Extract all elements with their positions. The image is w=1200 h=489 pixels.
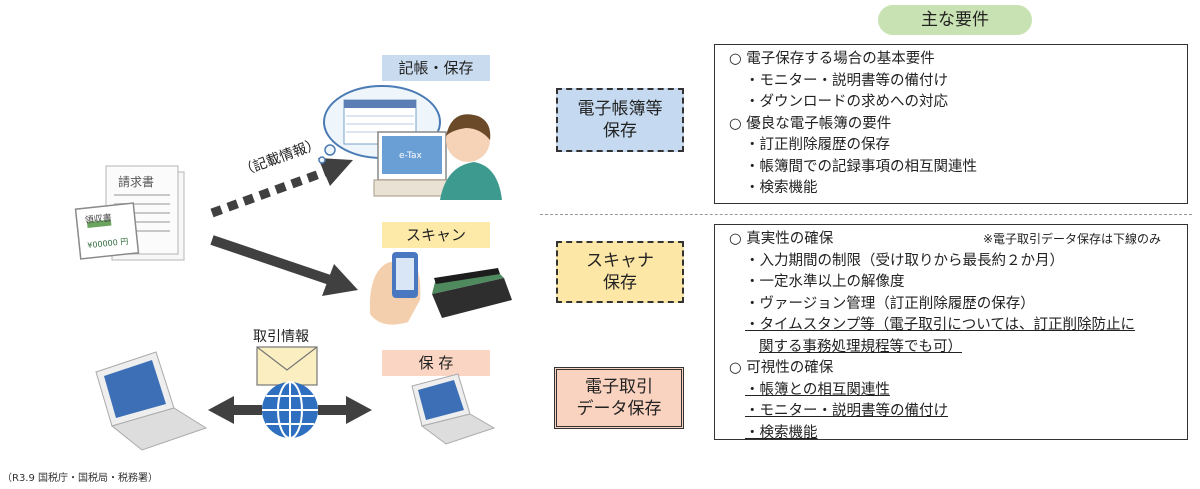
solid-arrow-icon	[210, 235, 358, 296]
accountant-computer-icon	[318, 85, 502, 200]
requirements-title: 主な要件	[878, 5, 1032, 35]
requirements-ledger-box: ○ 電子保存する場合の基本要件 ・モニター・説明書等の備付け ・ダウンロードの求…	[714, 44, 1188, 204]
globe-icon	[208, 381, 372, 439]
receipt-amount-text: ¥00000 円	[87, 237, 129, 250]
requirements-scanner-box: ○ 真実性の確保 ※電子取引データ保存は下線のみ ・入力期間の制限（受け取りから…	[714, 224, 1188, 441]
source-note: （R3.9 国税庁・国税局・税務署）	[2, 473, 159, 484]
req-ledger-item: ・ダウンロードの求めへの対応	[745, 94, 948, 110]
req-authenticity-heading: ○ 真実性の確保	[729, 231, 834, 247]
category-scanner-storage: スキャナ 保存	[556, 241, 684, 303]
req-visibility-heading: ○ 可視性の確保	[729, 360, 834, 376]
req-ledger-basic-heading: ○ 電子保存する場合の基本要件	[729, 51, 935, 67]
scan-label: スキャン	[382, 222, 490, 248]
req-ledger-item: ・検索機能	[745, 180, 818, 196]
req-scanner-item: ・ヴァージョン管理（訂正削除履歴の保存）	[745, 295, 1035, 312]
req-scanner-item-underlined: ・モニター・説明書等の備付け	[745, 403, 948, 419]
record-label: 記帳・保存	[382, 55, 490, 81]
req-scanner-item: ・入力期間の制限（受け取りから最長約２か月）	[745, 252, 1064, 269]
section-divider	[540, 214, 1192, 215]
req-ledger-item: ・帳簿間での記録事項の相互関連性	[745, 158, 977, 175]
receipt-document-icon	[74, 202, 140, 260]
req-ledger-excellent-heading: ○ 優良な電子帳簿の要件	[729, 115, 892, 132]
category-etransaction-storage: 電子取引 データ保存	[554, 367, 684, 429]
category-etransaction-line2: データ保存	[576, 399, 662, 419]
category-ledger-storage: 電子帳簿等 保存	[556, 88, 684, 152]
req-ledger-item: ・訂正削除履歴の保存	[745, 137, 890, 153]
illustration-layer: 請求書 領収書 ¥00000 円 （記載情報） e-Tax	[74, 85, 512, 451]
store-label: 保 存	[382, 350, 490, 376]
category-scanner-line2: 保存	[603, 273, 637, 293]
laptop-right-icon	[411, 373, 496, 445]
req-scanner-item-underlined: ・検索機能	[745, 424, 818, 441]
req-timestamp-item: ・タイムスタンプ等（電子取引については、訂正削除防止に	[745, 317, 1136, 333]
req-scanner-item: ・一定水準以上の解像度	[745, 274, 905, 290]
req-ledger-item: ・モニター・説明書等の備付け	[745, 72, 948, 89]
dotted-arrow-icon	[210, 158, 353, 218]
laptop-left-icon	[95, 351, 208, 451]
receipt-text: 領収書	[84, 211, 112, 226]
smartphone-scanner-icon	[370, 252, 512, 325]
category-etransaction-line1: 電子取引	[585, 377, 653, 397]
underline-note: ※電子取引データ保存は下線のみ	[983, 232, 1162, 246]
envelope-icon	[256, 346, 318, 386]
category-ledger-line1: 電子帳簿等	[577, 99, 663, 119]
req-timestamp-item-cont: 関する事務処理規程等でも可）	[759, 338, 962, 355]
trade-info-label: 取引情報	[253, 329, 309, 345]
invoice-text: 請求書	[118, 175, 154, 189]
etax-screen-text: e-Tax	[399, 151, 422, 161]
category-scanner-line1: スキャナ	[586, 251, 654, 271]
category-ledger-line2: 保存	[603, 121, 637, 141]
req-scanner-item-underlined: ・帳簿との相互関連性	[745, 381, 890, 398]
